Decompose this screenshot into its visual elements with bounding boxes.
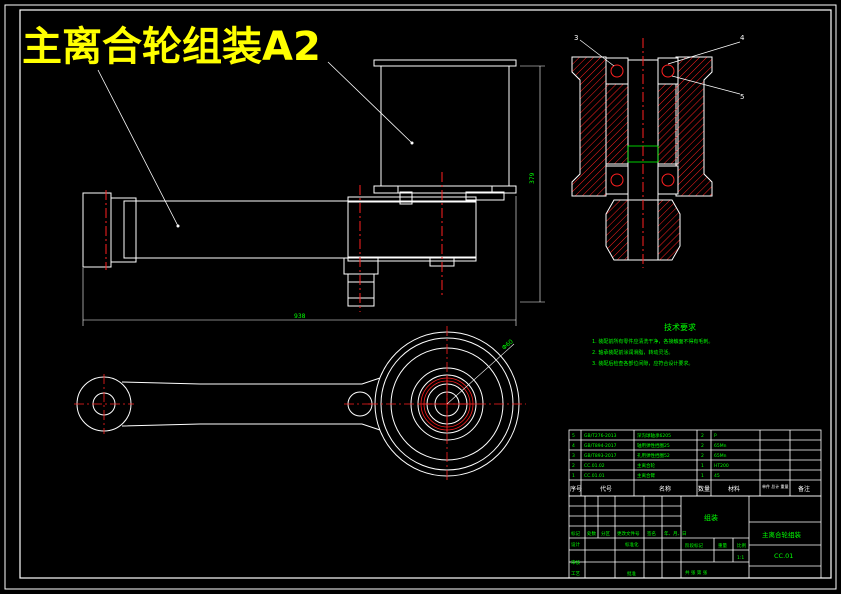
tb-change-doc: 更改文件号 <box>617 530 640 537</box>
tech-req-heading: 技术要求 <box>664 322 696 332</box>
bom-row-no: 3 <box>572 453 575 459</box>
tech-req-item-3: 3. 装配后检查各部位间隙，应符合设计要求。 <box>592 360 693 367</box>
tb-scale: 比例 <box>737 542 746 549</box>
dim-leader-dia <box>446 343 515 405</box>
tech-req-item-1: 1. 装配前所有零件应清洗干净，各接触面不得有毛刺。 <box>592 338 713 345</box>
tb-weight: 重量 <box>718 542 727 549</box>
bom-row-name: 轴用弹性挡圈25 <box>637 442 670 449</box>
front-view-centerlines <box>105 172 443 312</box>
bom-row-material: 65Mn <box>714 453 727 459</box>
leader-dot-2 <box>410 141 414 145</box>
part-number-3: 3 <box>574 34 578 42</box>
tech-req-item-2: 2. 轴承装配前涂润滑脂，转动灵活。 <box>592 349 673 356</box>
bom-row-name: 主离合臂 <box>637 472 655 479</box>
bom-rows: 5 GB/T276-2013 深沟球轴承6205 2 P 4 GB/T894-2… <box>572 432 729 479</box>
bom-row-material: HT200 <box>714 463 729 469</box>
bom-row-material: P <box>714 433 717 439</box>
bom-row-code: GB/T276-2013 <box>584 433 617 439</box>
tb-review: 审核 <box>571 559 580 566</box>
bom-row-name: 孔用弹性挡圈52 <box>637 452 670 459</box>
bom-row-no: 5 <box>572 433 575 439</box>
part-number-4: 4 <box>740 34 745 42</box>
bom-row-qty: 2 <box>701 433 704 439</box>
bom-header-qty: 数量 <box>698 485 710 493</box>
tb-count: 处数 <box>587 530 596 537</box>
bom-row-material: 45 <box>714 473 720 479</box>
bom-header-material: 材料 <box>728 485 740 493</box>
bom-header-no: 序号 <box>570 485 582 493</box>
bom-row-no: 1 <box>572 473 575 479</box>
front-view-dims <box>82 65 545 326</box>
tb-drawing-name: 主离合轮组装 <box>762 530 802 539</box>
tb-design: 设计 <box>571 541 580 548</box>
tb-stage-mark: 阶段标记 <box>685 542 703 549</box>
title-block-text: 组装 主离合轮组装 CC.01 标记 处数 分区 更改文件号 签名 年、月、日 … <box>571 513 802 577</box>
bom-header-name: 名称 <box>659 485 671 493</box>
tb-date: 年、月、日 <box>664 530 687 537</box>
bom-header-code: 代号 <box>600 485 612 493</box>
bom-header-weight: 单件 总计 重量 <box>762 483 789 489</box>
bom-row-no: 2 <box>572 463 575 469</box>
bom-row-name: 主离合轮 <box>637 462 655 469</box>
section-view <box>571 38 741 268</box>
tb-group: 组装 <box>704 513 718 522</box>
tb-zone: 分区 <box>601 530 610 537</box>
tb-std: 标准化 <box>625 541 639 548</box>
outer-frame <box>4 4 837 590</box>
bom-row-code: CC.01.01 <box>584 473 605 479</box>
tb-scale-val: 1:1 <box>737 555 744 561</box>
dim-height: 379 <box>529 172 536 184</box>
bom-row-qty: 2 <box>701 453 704 459</box>
leader-dot-1 <box>176 224 180 228</box>
front-view <box>82 59 517 307</box>
tb-sign: 签名 <box>647 530 656 537</box>
tb-drawing-no: CC.01 <box>774 552 793 560</box>
tb-approve: 批准 <box>627 570 636 577</box>
dim-overall-length: 938 <box>294 313 306 320</box>
inner-frame <box>19 9 832 579</box>
bom-header-note: 备注 <box>798 485 810 493</box>
bom-row-qty: 2 <box>701 443 704 449</box>
bom-row-qty: 1 <box>701 463 704 469</box>
bom-row-code: GB/T893-2017 <box>584 453 617 459</box>
drawing-title: 主离合轮组装A2 <box>22 24 321 70</box>
part-number-5: 5 <box>740 93 744 101</box>
bom-row-material: 65Mn <box>714 443 727 449</box>
bom-row-code: CC.01.02 <box>584 463 605 469</box>
bom-row-qty: 1 <box>701 473 704 479</box>
tb-process: 工艺 <box>571 571 580 577</box>
title-block <box>568 495 822 579</box>
tb-marks: 标记 <box>571 530 580 537</box>
leader-lines <box>97 61 413 227</box>
bom-header: 序号 代号 名称 数量 材料 单件 总计 重量 备注 <box>570 483 810 493</box>
bom-row-no: 4 <box>572 443 575 449</box>
tb-sheets: 共 张 第 张 <box>685 569 708 576</box>
bom-row-name: 深沟球轴承6205 <box>637 432 671 439</box>
bom-row-code: GB/T894-2017 <box>584 443 617 449</box>
